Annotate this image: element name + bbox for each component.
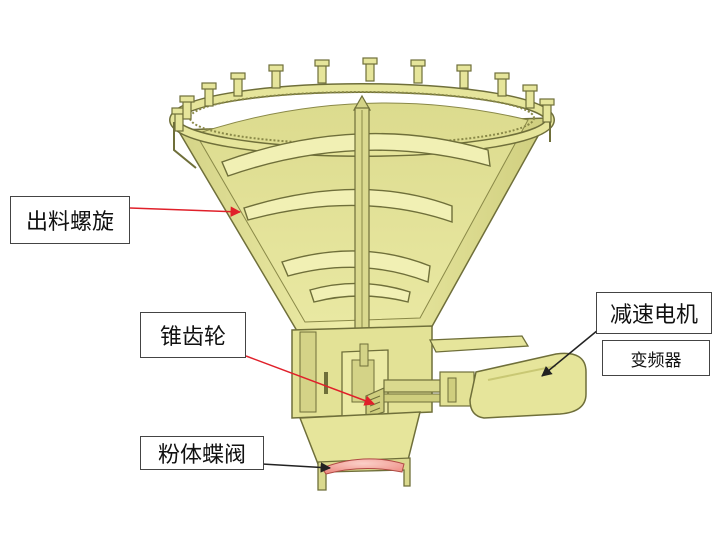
leader-line-butterfly-valve — [261, 462, 332, 473]
label-powder-butterfly-valve: 粉体蝶阀 — [140, 436, 264, 470]
flange-bolts — [171, 57, 555, 132]
label-reduction-motor: 减速电机 — [596, 292, 712, 334]
label-discharge-screw: 出料螺旋 — [10, 196, 130, 244]
leader-line-discharge-screw — [129, 206, 242, 217]
label-bevel-gear: 锥齿轮 — [140, 312, 246, 358]
leader-line-motor — [541, 329, 599, 377]
powder-butterfly-valve — [321, 458, 405, 475]
central-shaft — [352, 94, 372, 359]
drive-shaft — [383, 335, 530, 407]
leader-line-bevel-gear — [245, 355, 375, 406]
discharge-outlet — [298, 411, 421, 491]
label-inverter: 变频器 — [602, 340, 710, 376]
reduction-motor — [469, 352, 587, 419]
